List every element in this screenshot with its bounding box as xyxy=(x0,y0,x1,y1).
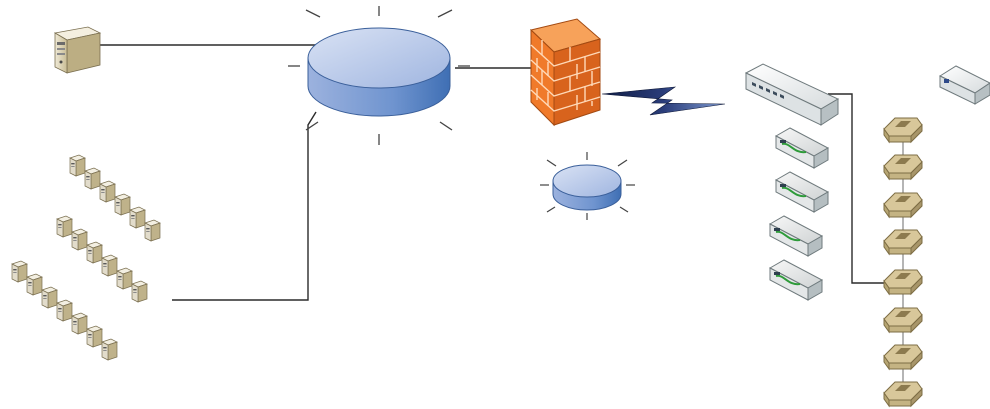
workstation-icon xyxy=(41,286,58,309)
network-cloud-hub-icon xyxy=(288,6,470,145)
link-hub-workstations xyxy=(172,111,317,301)
modem-icon xyxy=(774,127,830,169)
hub-device-icon xyxy=(883,192,923,219)
workstation-icon xyxy=(114,193,131,216)
lightning-bolt-icon xyxy=(601,86,726,116)
hub-device-chain xyxy=(883,117,923,408)
hub-device-icon xyxy=(883,381,923,408)
hub-device-icon xyxy=(883,229,923,256)
workstation-cluster xyxy=(11,154,161,361)
hub-device-icon xyxy=(883,154,923,181)
network-switch-icon xyxy=(744,63,840,126)
workstation-icon xyxy=(101,338,118,361)
modem-icon xyxy=(768,215,824,257)
router-icon xyxy=(938,65,990,105)
network-hub-icon xyxy=(540,152,635,220)
workstation-icon xyxy=(26,273,43,296)
modem-stack xyxy=(768,127,830,301)
workstation-icon xyxy=(86,325,103,348)
brick-firewall-icon xyxy=(529,18,602,127)
workstation-icon xyxy=(84,167,101,190)
workstation-icon xyxy=(56,299,73,322)
workstation-icon xyxy=(99,180,116,203)
link-switch-devices xyxy=(828,93,884,284)
hub-device-icon xyxy=(883,307,923,334)
workstation-icon xyxy=(86,241,103,264)
server-tower-icon xyxy=(53,26,102,74)
hub-device-icon xyxy=(883,117,923,144)
workstation-icon xyxy=(11,260,28,283)
workstation-icon xyxy=(116,267,133,290)
workstation-icon xyxy=(71,312,88,335)
workstation-icon xyxy=(101,254,118,277)
hub-device-icon xyxy=(883,269,923,296)
modem-icon xyxy=(768,259,824,301)
workstation-icon xyxy=(144,219,161,242)
workstation-icon xyxy=(129,206,146,229)
workstation-icon xyxy=(71,228,88,251)
workstation-icon xyxy=(131,280,148,303)
workstation-icon xyxy=(56,215,73,238)
modem-icon xyxy=(774,171,830,213)
workstation-icon xyxy=(69,154,86,177)
hub-device-icon xyxy=(883,344,923,371)
